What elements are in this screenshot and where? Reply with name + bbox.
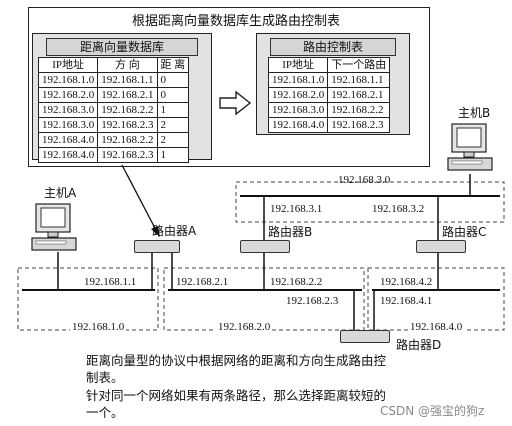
table-cell: 192.168.3.0: [37, 117, 99, 133]
caption-line: 制表。: [86, 370, 124, 385]
table-row: 192.168.4.0 192.168.2.3 1: [37, 147, 190, 163]
table-cell: 192.168.1.1: [97, 72, 158, 88]
network-label: 192.168.3.0: [338, 174, 391, 186]
computer-icon: [447, 123, 493, 171]
table-cell: 192.168.2.0: [37, 87, 99, 103]
table-cell: 192.168.2.3: [97, 147, 158, 163]
ip-label: 192.168.2.3: [286, 295, 339, 307]
caption-line: 距离向量型的协议中根据网络的距离和方向生成路由控: [86, 353, 387, 368]
route-table-title: 路由控制表: [270, 38, 396, 56]
watermark: CSDN @强宝的狗z: [380, 404, 485, 418]
host-a-label: 主机A: [44, 186, 77, 200]
ip-label: 192.168.1.1: [84, 276, 137, 288]
table-cell: 192.168.2.3: [327, 117, 391, 133]
table-cell: 192.168.2.2: [97, 132, 158, 148]
distance-db-table: IP地址 方 向 距 离 192.168.1.0 192.168.1.1 0 1…: [37, 57, 190, 163]
ip-label: 192.168.3.1: [270, 203, 323, 215]
network-label: 192.168.1.0: [70, 321, 127, 333]
router-c-label: 路由器C: [442, 225, 487, 239]
table-header: 距 离: [156, 57, 190, 73]
table-cell: 192.168.4.0: [37, 132, 99, 148]
network-label: 192.168.4.0: [408, 321, 465, 333]
ip-label: 192.168.4.2: [380, 276, 433, 288]
route-table: IP地址 下一个路由 192.168.1.0 192.168.1.1 192.1…: [267, 57, 391, 133]
ip-label: 192.168.3.2: [372, 203, 425, 215]
table-header: 下一个路由: [327, 57, 391, 73]
network-label: 192.168.2.0: [216, 321, 273, 333]
caption-line: 一个。: [86, 405, 124, 420]
table-row: 192.168.2.0 192.168.2.1 0: [37, 87, 190, 103]
host-b-label: 主机B: [458, 106, 491, 120]
table-cell: 192.168.2.1: [97, 87, 158, 103]
ip-label: 192.168.2.2: [270, 276, 323, 288]
top-outer-box: [28, 7, 430, 167]
table-cell: 1: [156, 147, 190, 163]
table-row: 192.168.3.0 192.168.2.2 1: [37, 102, 190, 118]
table-cell: 192.168.3.0: [37, 102, 99, 118]
computer-icon: [31, 203, 77, 251]
router-d-label: 路由器D: [396, 338, 442, 352]
ip-label: 192.168.4.1: [380, 295, 433, 307]
table-row: 192.168.4.0 192.168.2.3: [267, 117, 391, 133]
router-c-icon: [416, 240, 466, 253]
table-cell: 192.168.4.0: [267, 117, 329, 133]
table-row: 192.168.4.0 192.168.2.2 2: [37, 132, 190, 148]
table-cell: 1: [156, 102, 190, 118]
caption-line: 针对同一个网络如果有两条路径，那么选择距离较短的: [86, 388, 387, 403]
router-b-label: 路由器B: [268, 225, 313, 239]
router-a-label: 路由器A: [152, 224, 197, 238]
table-row: 192.168.1.0 192.168.1.1 0: [37, 72, 190, 88]
ip-label: 192.168.2.1: [176, 276, 229, 288]
router-d-icon: [340, 330, 390, 343]
table-cell: 192.168.1.0: [37, 72, 99, 88]
router-b-icon: [240, 240, 290, 253]
table-cell: 192.168.4.0: [37, 147, 99, 163]
distance-db-title: 距离向量数据库: [46, 38, 198, 56]
router-a-icon: [134, 240, 180, 253]
top-box-title: 根据距离向量数据库生成路由控制表: [131, 14, 340, 29]
right-arrow-icon: [219, 90, 252, 116]
